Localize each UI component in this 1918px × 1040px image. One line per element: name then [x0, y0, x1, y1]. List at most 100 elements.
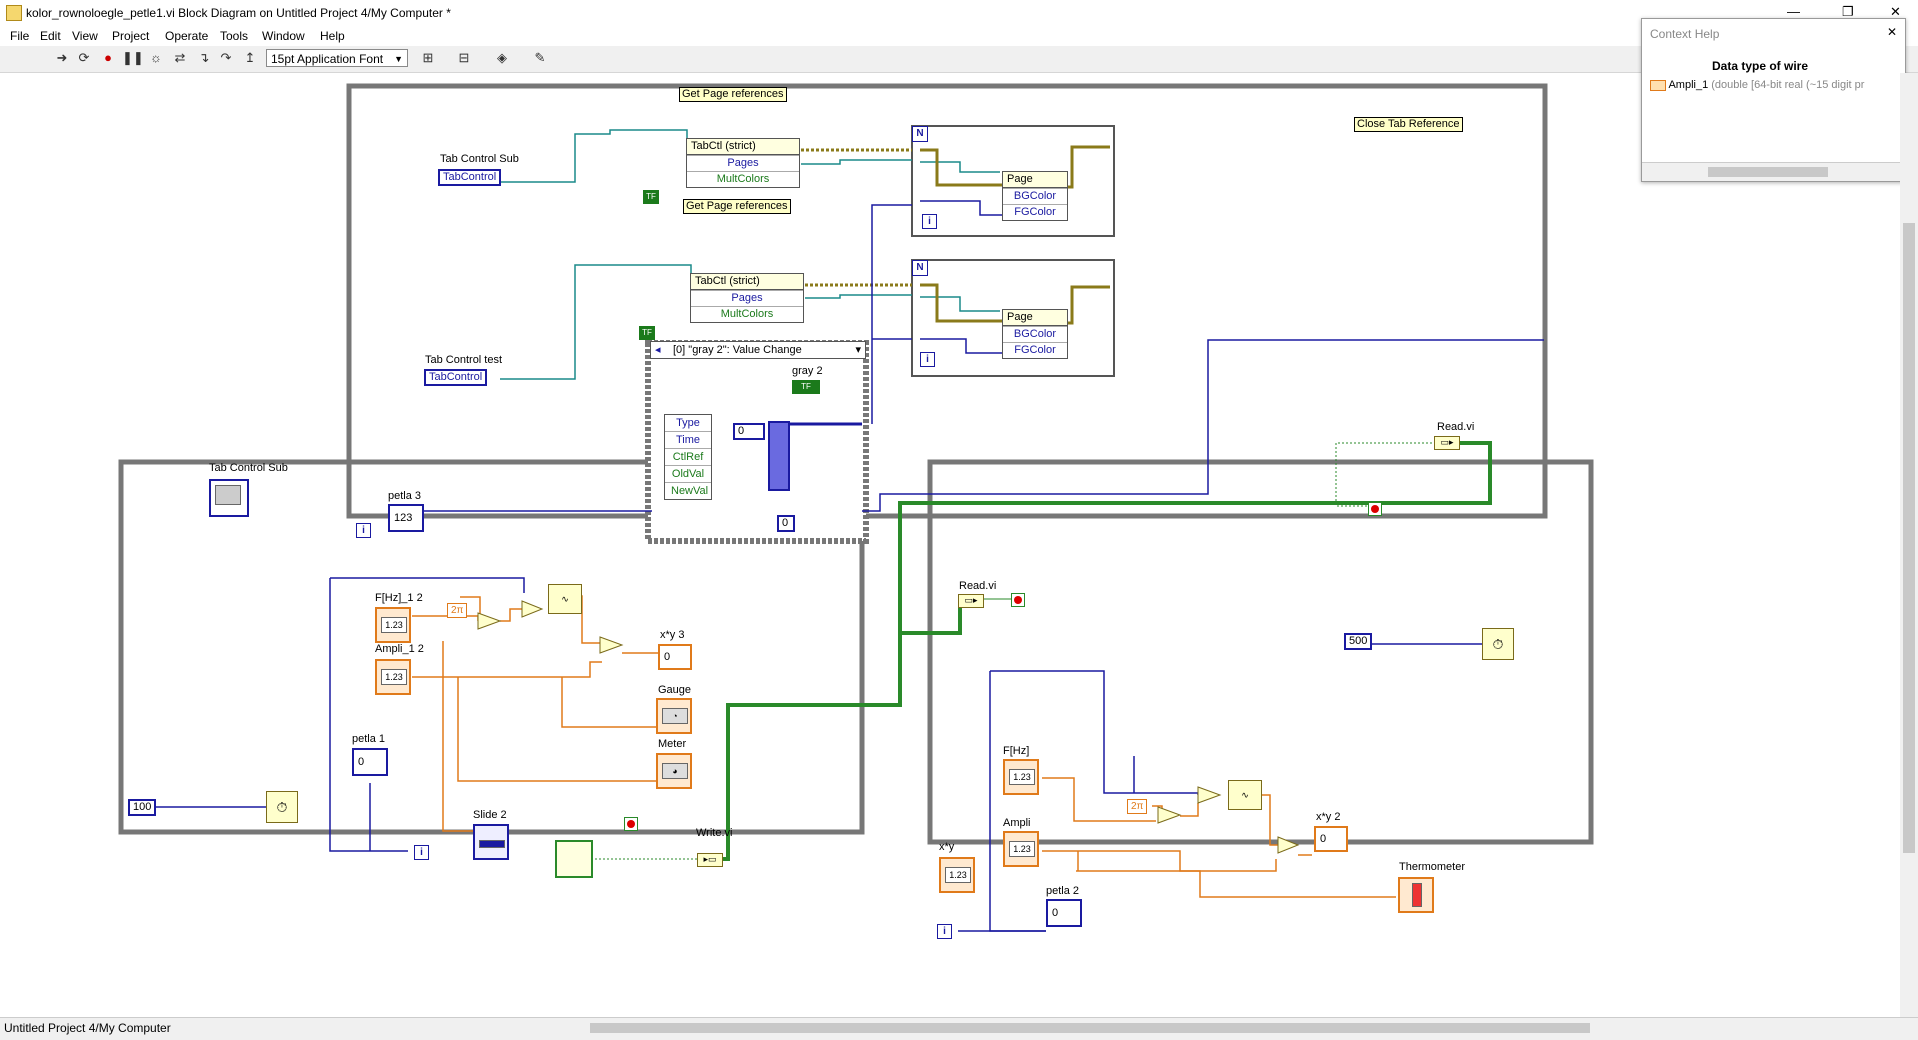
numeric-icon: 1.23 — [381, 669, 407, 685]
fhz-1-2-control[interactable]: 1.23 — [375, 607, 411, 643]
page-property-node-2[interactable]: Page BGColor FGColor — [1002, 309, 1068, 359]
close-button[interactable]: ✕ — [1890, 4, 1901, 19]
ampli-1-2-label: Ampli_1 2 — [375, 643, 424, 655]
xy3-indicator: 0 — [658, 644, 692, 670]
scroll-thumb[interactable] — [1708, 167, 1828, 177]
tab-control-sub-label-outside: Tab Control Sub — [209, 462, 288, 474]
ampli-1-2-control[interactable]: 1.23 — [375, 659, 411, 695]
thermometer-indicator — [1398, 877, 1434, 913]
left-loop-iteration-terminal: i — [414, 845, 429, 860]
wait-ms-icon-right[interactable]: ⏱ — [1482, 628, 1514, 660]
ampli-label-right: Ampli — [1003, 817, 1031, 829]
petla3-indicator: 123 — [388, 504, 424, 532]
get-page-references-label-2: Get Page references — [683, 199, 791, 214]
minimize-button[interactable]: — — [1787, 4, 1800, 19]
abort-icon[interactable]: ● — [104, 50, 112, 65]
sine-function-right[interactable]: ∿ — [1228, 780, 1262, 810]
context-help-scrollbar[interactable] — [1642, 162, 1905, 181]
stop-icon — [1014, 596, 1022, 604]
vertical-scrollbar[interactable] — [1900, 73, 1918, 1017]
toolbar: ➜ ⟳ ● ❚❚ ☼ ⇄ ↴ ↷ ↥ 15pt Application Font… — [0, 46, 1918, 73]
tabcontrol-reference-sub[interactable]: TabControl — [438, 169, 502, 186]
true-constant-2[interactable]: TF — [639, 326, 655, 340]
two-pi-constant-right[interactable]: 2π — [1127, 799, 1148, 814]
menu-edit[interactable]: Edit — [40, 29, 61, 43]
block-diagram-canvas[interactable]: Get Page references Get Page references … — [0, 73, 1900, 1017]
chevron-left-icon[interactable]: ◂ — [655, 344, 661, 356]
top-while-loop[interactable] — [346, 83, 1548, 519]
tabctl-strict-header-2: TabCtl (strict) — [691, 274, 803, 290]
boolean-case-icon[interactable] — [555, 840, 593, 878]
horizontal-scrollbar[interactable] — [180, 1020, 1910, 1036]
run-continuous-icon[interactable]: ⟳ — [78, 50, 90, 65]
tabctl-strict-header: TabCtl (strict) — [687, 139, 799, 155]
read-vi-node-right[interactable]: ▭▸ — [958, 594, 984, 608]
stop-condition-left[interactable] — [624, 817, 638, 831]
for-loop-count-terminal-2[interactable]: N — [912, 260, 928, 276]
tabcontrol-reference-test[interactable]: TabControl — [424, 369, 488, 386]
event-case-selector[interactable]: ◂ [0] "gray 2": Value Change ▾ — [650, 341, 866, 359]
event-data-node[interactable]: Type Time CtlRef OldVal NewVal — [664, 414, 712, 500]
write-vi-label: Write.vi — [696, 827, 733, 839]
fgcolor-property-2: FGColor — [1003, 342, 1067, 358]
property-node-2[interactable]: TabCtl (strict) Pages MultColors — [690, 273, 804, 323]
step-over-icon[interactable]: ↷ — [220, 50, 232, 65]
wire-name: Ampli_1 — [1668, 79, 1709, 91]
event-case-label: [0] "gray 2": Value Change — [673, 344, 802, 356]
page-header-1: Page — [1003, 172, 1067, 188]
event-timeout-constant[interactable]: 0 — [777, 515, 795, 532]
stop-icon — [1371, 505, 1379, 513]
page-property-node-1[interactable]: Page BGColor FGColor — [1002, 171, 1068, 221]
wait-ms-icon[interactable]: ⏱ — [266, 791, 298, 823]
xy3-label: x*y 3 — [660, 629, 685, 641]
menu-project[interactable]: Project — [112, 29, 150, 43]
wait-500-constant[interactable]: 500 — [1344, 633, 1373, 650]
true-constant-1[interactable]: TF — [643, 190, 659, 204]
maximize-button[interactable]: ❐ — [1842, 4, 1854, 19]
array-constant-index[interactable]: 0 — [733, 423, 765, 440]
read-vi-node-top[interactable]: ▭▸ — [1434, 436, 1460, 450]
highlight-bulb-icon[interactable]: ☼ — [150, 50, 162, 65]
menu-tools[interactable]: Tools — [220, 29, 249, 43]
step-out-icon[interactable]: ↥ — [244, 50, 256, 65]
property-node-1[interactable]: TabCtl (strict) Pages MultColors — [686, 138, 800, 188]
menu-view[interactable]: View — [72, 29, 98, 43]
right-while-loop[interactable] — [927, 459, 1594, 845]
wait-100-constant[interactable]: 100 — [128, 799, 157, 816]
run-arrow-icon[interactable]: ➜ — [56, 50, 68, 65]
retain-wire-icon[interactable]: ⇄ — [174, 50, 186, 65]
dbl-type-icon — [1650, 79, 1666, 91]
menu-window[interactable]: Window — [262, 29, 305, 43]
align-icon[interactable]: ⊞ — [422, 50, 434, 65]
gauge-label: Gauge — [658, 684, 692, 696]
pause-icon[interactable]: ❚❚ — [122, 50, 144, 65]
distribute-icon[interactable]: ⊟ — [458, 50, 470, 65]
for-loop-count-terminal-1[interactable]: N — [912, 126, 928, 142]
cleanup-icon[interactable]: ✎ — [534, 50, 546, 65]
ampli-control-right[interactable]: 1.23 — [1003, 831, 1039, 867]
petla1-indicator: 0 — [352, 748, 388, 776]
stop-condition-right[interactable] — [1011, 593, 1025, 607]
vertical-scroll-thumb[interactable] — [1903, 223, 1915, 853]
close-icon[interactable]: ✕ — [1886, 25, 1897, 39]
step-into-icon[interactable]: ↴ — [198, 50, 210, 65]
array-constant[interactable] — [768, 421, 790, 491]
stop-condition-top[interactable] — [1368, 502, 1382, 516]
gray2-boolean-terminal[interactable]: TF — [792, 380, 820, 394]
context-help-window[interactable]: Context Help ✕ Data type of wire Ampli_1… — [1641, 18, 1906, 182]
bgcolor-property-2: BGColor — [1003, 326, 1067, 342]
write-vi-node[interactable]: ▸▭ — [697, 853, 723, 867]
fhz-control-right[interactable]: 1.23 — [1003, 759, 1039, 795]
reorder-icon[interactable]: ◈ — [497, 50, 507, 65]
tab-control-sub-terminal[interactable] — [209, 479, 249, 517]
two-pi-constant-left[interactable]: 2π — [447, 603, 468, 618]
read-vi-label-top: Read.vi — [1437, 421, 1475, 433]
chevron-down-icon[interactable]: ▾ — [855, 344, 861, 356]
menu-operate[interactable]: Operate — [165, 29, 209, 43]
menu-help[interactable]: Help — [320, 29, 345, 43]
sine-function-left[interactable]: ∿ — [548, 584, 582, 614]
horizontal-scroll-thumb[interactable] — [590, 1023, 1590, 1033]
menu-file[interactable]: File — [10, 29, 30, 43]
font-select[interactable]: 15pt Application Font ▼ — [266, 49, 408, 67]
thermometer-icon — [1412, 883, 1422, 907]
